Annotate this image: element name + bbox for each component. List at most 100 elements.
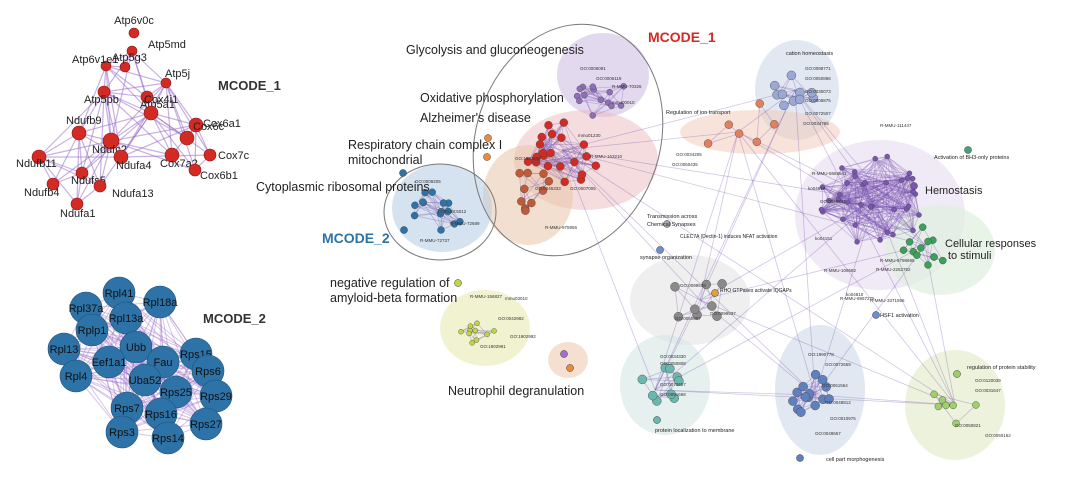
enrichment-edge bbox=[821, 205, 872, 211]
enrichment-term-node bbox=[539, 169, 548, 179]
enrichment-edge bbox=[541, 136, 575, 163]
enrichment-edge bbox=[839, 194, 907, 210]
enrichment-term-node bbox=[670, 282, 680, 292]
enrichment-edge bbox=[839, 194, 862, 206]
mcode1-edge bbox=[38, 156, 83, 174]
mcode2-gene-label: Uba52 bbox=[129, 375, 161, 387]
enrichment-edge bbox=[886, 156, 916, 195]
enrichment-edge bbox=[838, 199, 871, 208]
mcode1-edge bbox=[110, 82, 167, 142]
enrichment-edge bbox=[579, 99, 601, 102]
enrichment-edge bbox=[822, 177, 908, 213]
enrichment-term-node bbox=[904, 175, 911, 181]
enrichment-edge bbox=[654, 389, 816, 396]
enrichment-edge bbox=[838, 184, 864, 200]
enrichment-edge bbox=[864, 179, 902, 184]
mcode1-gene-label: Ndufa13 bbox=[112, 188, 154, 200]
mcode1-gene-label: Cox6b1 bbox=[200, 170, 238, 182]
enrichment-edge bbox=[863, 184, 914, 192]
enrichment-term-node bbox=[835, 196, 842, 203]
enrichment-term-node bbox=[819, 184, 826, 190]
mcode1-edge bbox=[52, 132, 80, 185]
enrichment-term-node bbox=[717, 279, 727, 289]
enrichment-edge bbox=[893, 209, 914, 231]
mcode2-edge bbox=[108, 361, 207, 425]
enrichment-edge bbox=[839, 182, 887, 196]
micro-term-label: GO:0007005 bbox=[570, 186, 596, 191]
enrichment-edge bbox=[699, 131, 739, 301]
mcode2-outline bbox=[383, 163, 497, 261]
enrichment-edge bbox=[822, 182, 887, 188]
micro-term-label: ko04610 bbox=[808, 186, 826, 191]
enrichment-edge bbox=[855, 214, 920, 226]
label-synapse-organization: synapse organization bbox=[640, 255, 692, 261]
enrichment-edge bbox=[922, 227, 944, 261]
enrichment-edge bbox=[822, 186, 888, 233]
enrichment-term-node bbox=[523, 168, 532, 178]
enrichment-edge bbox=[842, 214, 919, 220]
enrichment-edge bbox=[841, 167, 856, 226]
mcode1-edge bbox=[38, 91, 105, 158]
enrichment-edge bbox=[914, 193, 920, 216]
enrichment-term-node bbox=[899, 246, 908, 254]
enrichment-term-node bbox=[852, 173, 858, 179]
enrichment-edge bbox=[431, 192, 442, 231]
enrichment-edge bbox=[839, 177, 908, 196]
enrichment-edge bbox=[847, 201, 907, 210]
enrichment-edge bbox=[879, 230, 914, 241]
enrichment-term-node bbox=[620, 83, 627, 90]
enrichment-edge bbox=[846, 182, 856, 226]
enrichment-edge bbox=[577, 95, 601, 101]
enrichment-edge bbox=[652, 367, 666, 396]
micro-term-label: GO:0030073 bbox=[805, 89, 831, 94]
enrichment-term-node bbox=[930, 390, 938, 398]
enrichment-highlight-node bbox=[910, 182, 918, 190]
enrichment-term-node bbox=[818, 375, 828, 385]
enrichment-edge bbox=[854, 158, 876, 226]
enrichment-term-node bbox=[796, 407, 806, 417]
enrichment-term-node bbox=[560, 177, 569, 187]
enrichment-edge bbox=[860, 182, 887, 206]
enrichment-edge bbox=[854, 179, 903, 226]
mcode1-gene-label: Ndufa4 bbox=[116, 160, 151, 172]
enrichment-edge bbox=[822, 184, 864, 213]
enrichment-highlight-node bbox=[796, 454, 804, 462]
micro-term-label: R-MMU-70326 bbox=[612, 84, 642, 89]
enrichment-edge bbox=[893, 193, 916, 210]
enrichment-edge bbox=[934, 393, 977, 406]
micro-term-label: GO:1990778 bbox=[808, 352, 834, 357]
enrichment-edge bbox=[871, 206, 881, 241]
enrichment-edge bbox=[541, 136, 587, 157]
mcode1-edge bbox=[52, 140, 112, 185]
mcode1-edge bbox=[110, 140, 173, 156]
enrichment-edge bbox=[822, 171, 855, 213]
enrichment-term-node bbox=[523, 157, 533, 166]
mcode1-gene-label: Atp5md bbox=[148, 39, 186, 51]
label-regulation-ion: Regulation of ion transport bbox=[666, 110, 731, 116]
mcode1-gene-node bbox=[128, 27, 140, 39]
micro-term-label: R-MMU-163210 bbox=[590, 154, 623, 159]
mcode2-gene-label: Eef1a1 bbox=[92, 357, 127, 369]
enrichment-term-node bbox=[807, 87, 817, 98]
enrichment-term-node bbox=[952, 419, 960, 428]
mcode1-gene-node bbox=[97, 85, 111, 99]
enrichment-edge bbox=[924, 244, 956, 406]
enrichment-edge bbox=[821, 167, 843, 210]
mcode1-edge bbox=[103, 91, 148, 98]
micro-term-label: R-MMU-975956 bbox=[545, 225, 578, 230]
enrichment-edge bbox=[821, 209, 881, 241]
enrichment-edge bbox=[414, 204, 441, 215]
mcode1-gene-label: Ndufa1 bbox=[60, 208, 95, 220]
enrichment-edge bbox=[584, 94, 609, 104]
enrichment-edge bbox=[857, 234, 894, 243]
micro-term-label: GO:0006875 bbox=[805, 98, 831, 103]
mcode1-edge bbox=[103, 91, 152, 114]
mcode2-gene-node bbox=[109, 301, 143, 335]
mcode1-gene-node bbox=[203, 148, 217, 162]
enrichment-edge bbox=[841, 167, 910, 174]
label-respiratory-chain: Respiratory chain complex I bbox=[348, 138, 502, 152]
mcode2-gene-label: Rps29 bbox=[200, 391, 232, 403]
enrichment-edge bbox=[539, 144, 582, 180]
enrichment-edge bbox=[871, 205, 895, 211]
